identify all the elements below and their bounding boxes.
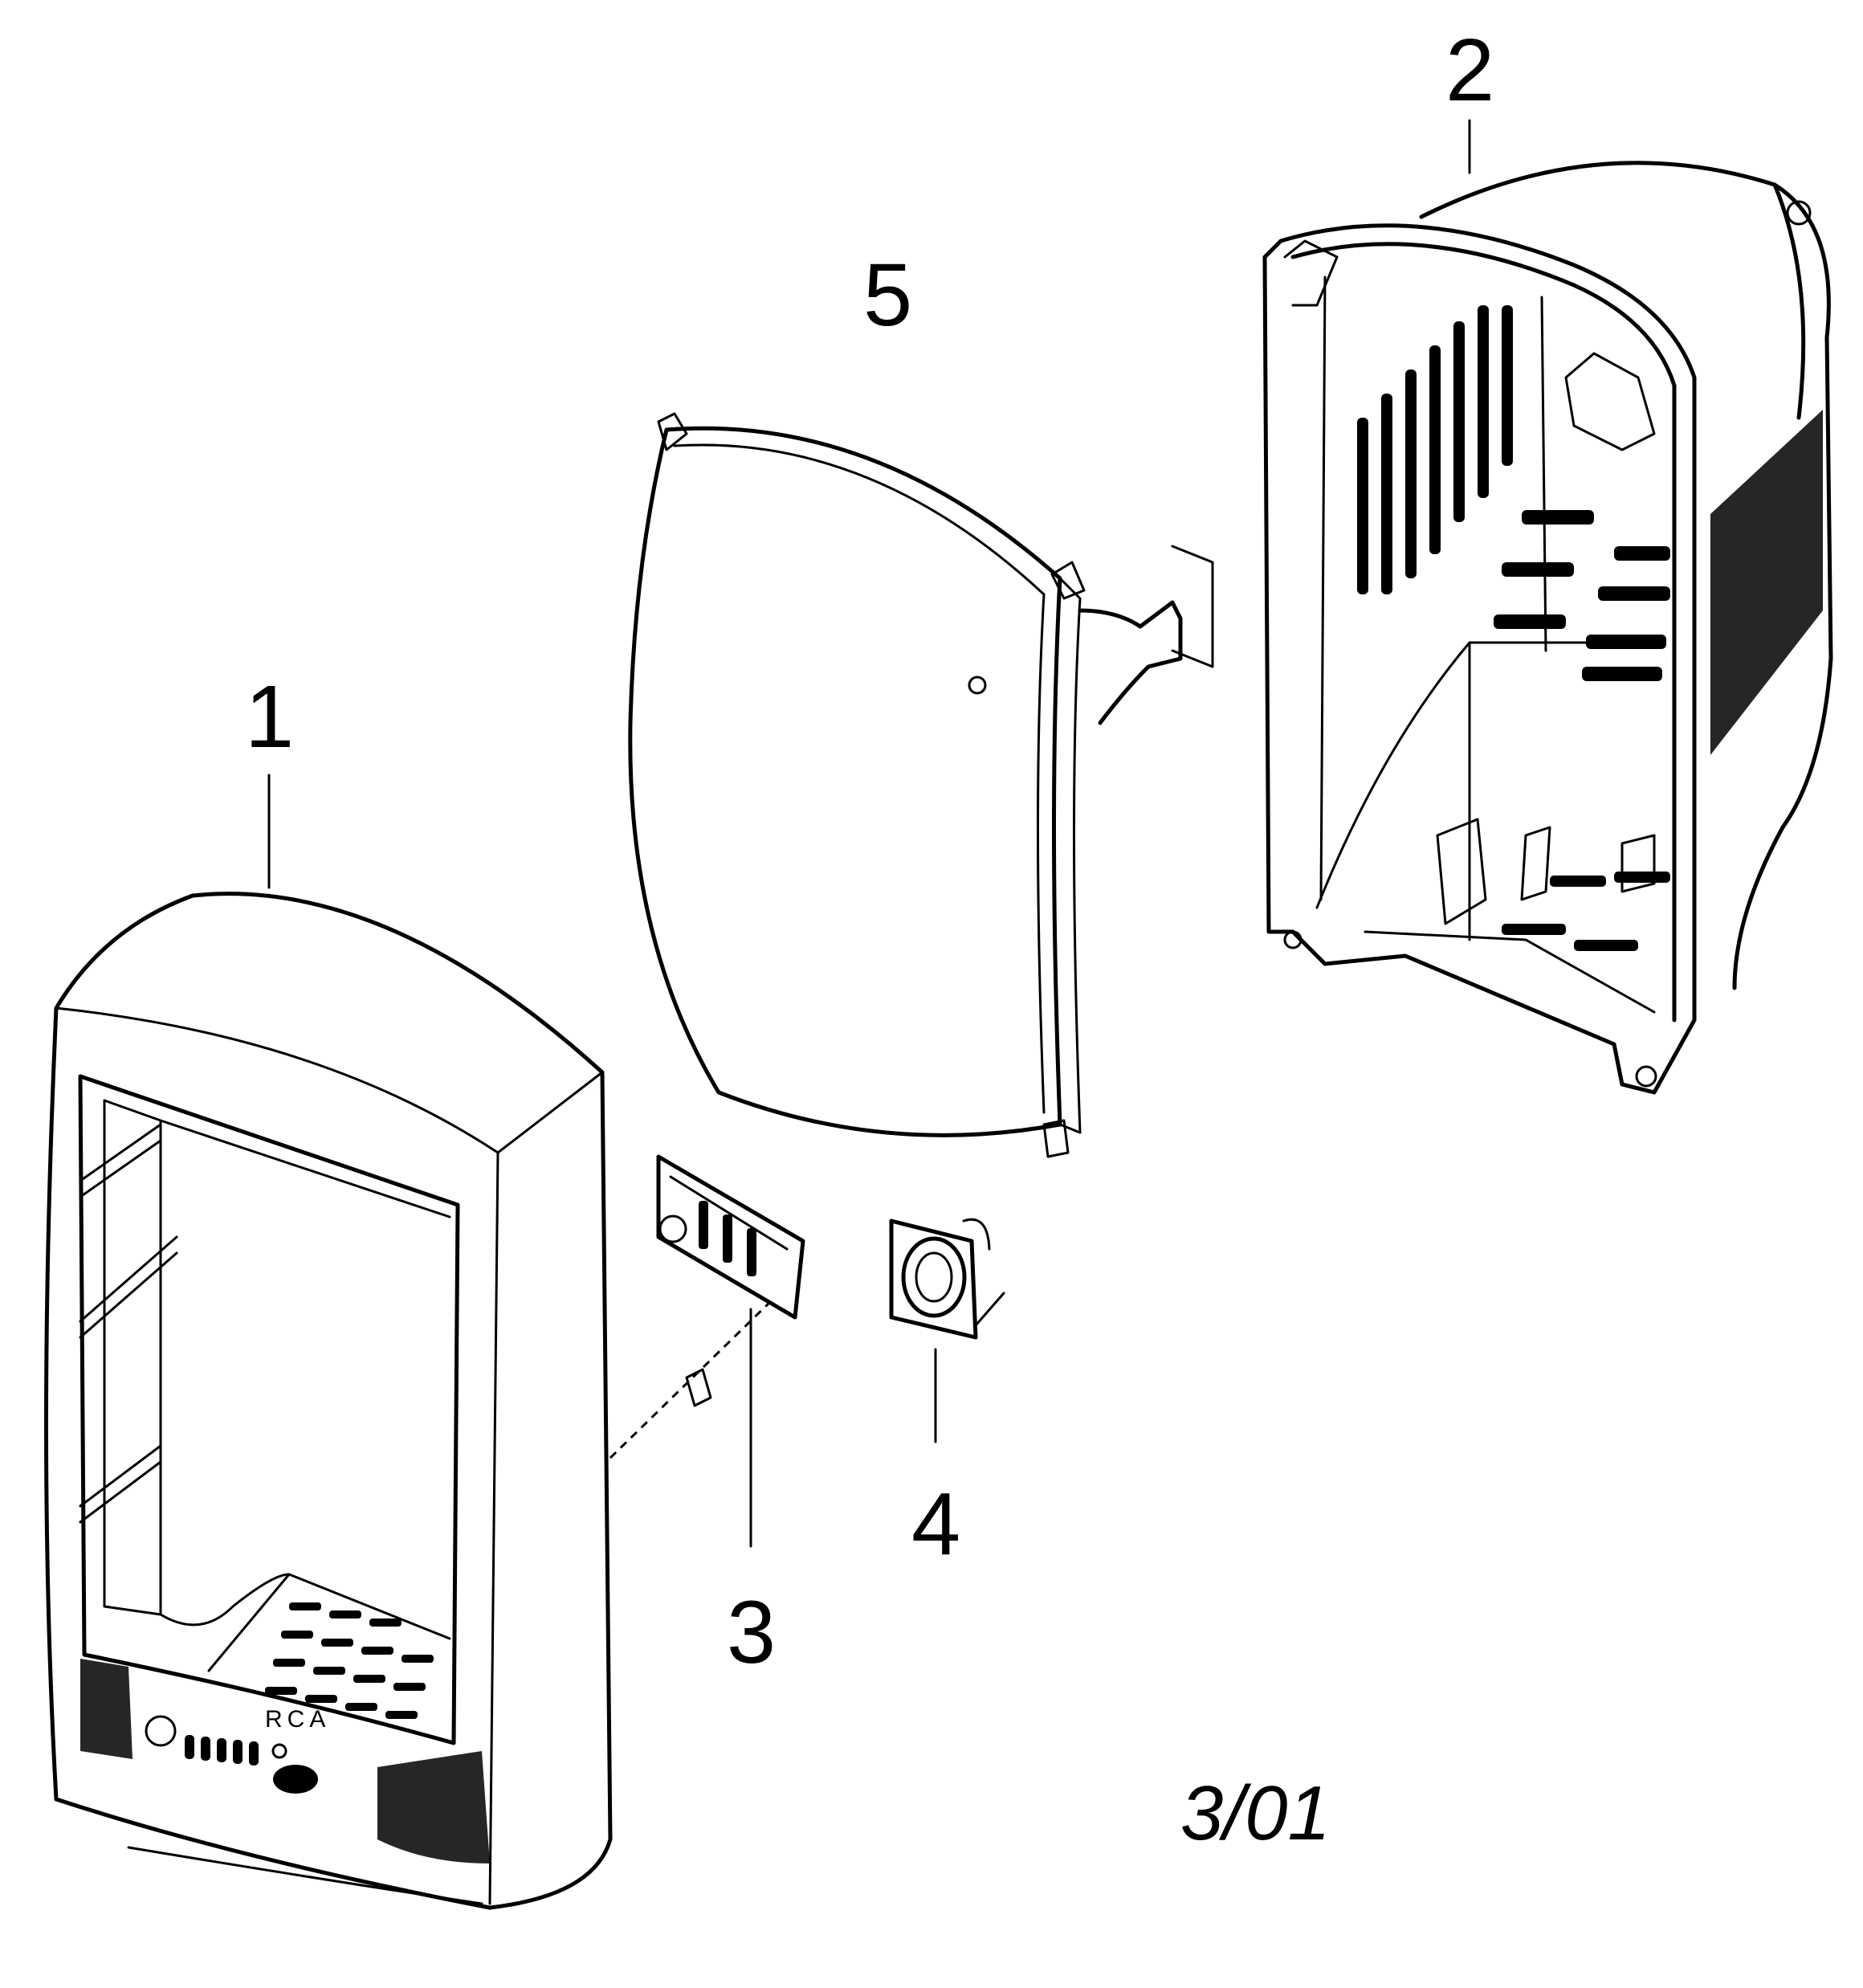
- speaker-drawing: [889, 1218, 1005, 1443]
- part-label-5: 5: [863, 246, 912, 345]
- part-label-3: 3: [727, 1583, 776, 1682]
- back-cabinet-vent-slots: [1357, 305, 1670, 951]
- brand-logo-text: RCA: [265, 1706, 330, 1733]
- part-label-1: 1: [245, 667, 294, 766]
- part-label-2: 2: [1445, 21, 1494, 120]
- back-cabinet-drawing: [1262, 119, 1833, 1095]
- front-panel-buttons: [185, 1735, 318, 1794]
- front-cabinet-grille: [265, 1602, 434, 1719]
- control-board-drawing: [609, 1154, 805, 1548]
- revision-date: 3/01: [1180, 1770, 1331, 1856]
- part-label-4: 4: [911, 1475, 960, 1574]
- picture-tube-drawing: [628, 412, 1214, 1158]
- front-cabinet-drawing: RCA: [44, 774, 613, 1910]
